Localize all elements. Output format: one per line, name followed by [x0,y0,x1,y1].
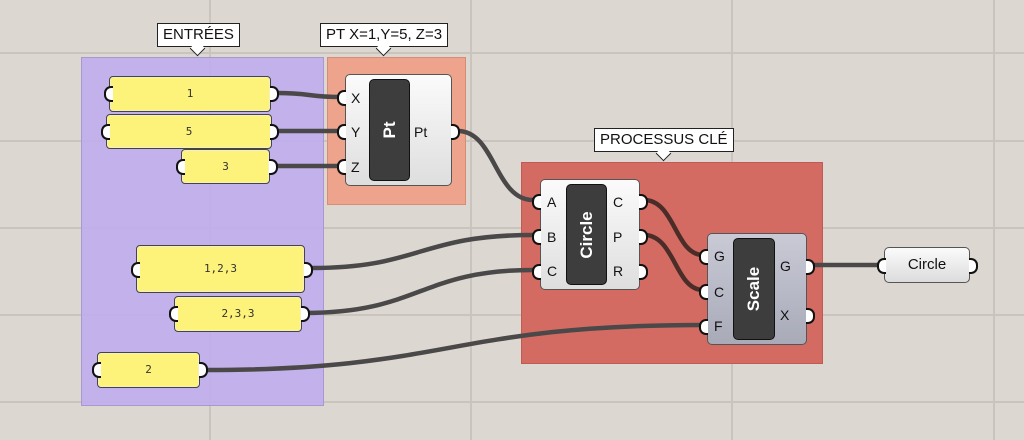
wire [309,232,536,271]
output-grip[interactable] [451,124,460,140]
component-circle[interactable]: A B C Circle C P R [540,179,640,290]
component-pt[interactable]: X Y Z Pt Pt [345,74,452,186]
port-input[interactable]: Z [351,159,360,175]
port-output[interactable]: C [613,194,624,210]
input-grip[interactable] [877,258,886,274]
input-grip[interactable] [337,90,346,106]
input-grip[interactable] [337,124,346,140]
port-output[interactable]: P [613,229,623,245]
output-param-label: Circle [907,256,947,273]
input-grip[interactable] [699,319,708,335]
wire [301,267,536,316]
panel-input-grip[interactable] [131,262,140,278]
panel-input-grip[interactable] [104,86,113,102]
panel-value: 3 [222,160,229,173]
panel-output-grip[interactable] [304,262,313,278]
group-label-key-process: PROCESSUS CLÉ [594,128,734,152]
input-grip[interactable] [699,249,708,265]
panel-value: 2,3,3 [221,307,255,320]
grid-line [0,401,1024,403]
output-grip[interactable] [639,264,648,280]
wire [273,90,343,100]
port-input[interactable]: Y [351,124,361,140]
grid-line [0,314,1024,316]
grid-line [993,0,995,440]
output-grip[interactable] [639,229,648,245]
panel-value: 1 [186,87,194,100]
port-input[interactable]: G [714,248,725,264]
output-grip[interactable] [806,259,815,275]
port-output[interactable]: Pt [414,124,428,140]
wire [641,197,706,258]
component-core[interactable]: Circle [566,184,607,285]
panel-input[interactable]: 3 [181,149,270,184]
panel-input[interactable]: 1 [109,76,271,112]
panel-value: 5 [185,125,193,138]
port-input[interactable]: C [547,263,558,279]
port-input[interactable]: F [714,318,723,334]
component-name: Circle [576,210,596,259]
panel-output-grip[interactable] [269,159,278,175]
panel-value: 2 [145,363,152,376]
component-name: Pt [379,121,399,139]
grid-line [470,0,472,440]
panel-input-grip[interactable] [101,124,110,140]
output-grip[interactable] [969,258,978,274]
port-output[interactable]: R [613,263,624,279]
component-core[interactable]: Pt [369,79,410,181]
panel-input[interactable]: 5 [106,114,272,149]
panel-input[interactable]: 1,2,3 [136,245,305,293]
port-input[interactable]: X [351,90,361,106]
input-grip[interactable] [699,284,708,300]
input-grip[interactable] [532,264,541,280]
group-label-point: PT X=1,Y=5, Z=3 [320,23,449,47]
grid-line [0,227,1024,229]
port-output[interactable]: G [780,258,791,274]
component-scale[interactable]: G C F Scale G X [707,233,807,345]
panel-output-grip[interactable] [270,124,279,140]
panel-input[interactable]: 2 [97,352,200,388]
input-grip[interactable] [532,229,541,245]
panel-output-grip[interactable] [301,306,310,322]
output-grip[interactable] [806,308,815,324]
panel-output-grip[interactable] [270,86,279,102]
wire [641,232,706,293]
panel-input[interactable]: 2,3,3 [174,296,302,332]
input-grip[interactable] [337,159,346,175]
panel-input-grip[interactable] [92,362,101,378]
input-grip[interactable] [532,194,541,210]
component-core[interactable]: Scale [733,238,775,340]
port-input[interactable]: B [547,229,557,245]
port-output[interactable]: X [780,307,790,323]
grid-line [0,52,1024,54]
panel-value: 1,2,3 [203,262,238,275]
component-name: Scale [744,266,763,312]
port-input[interactable]: A [547,194,557,210]
output-grip[interactable] [639,194,648,210]
wire [203,322,706,373]
group-label-inputs: ENTRÉES [157,23,240,47]
panel-input-grip[interactable] [169,306,178,322]
output-param-circle[interactable]: Circle [884,247,970,283]
port-input[interactable]: C [714,284,725,300]
panel-input-grip[interactable] [176,159,185,175]
wire [455,128,536,203]
panel-output-grip[interactable] [199,362,208,378]
grid-line [0,140,1024,142]
